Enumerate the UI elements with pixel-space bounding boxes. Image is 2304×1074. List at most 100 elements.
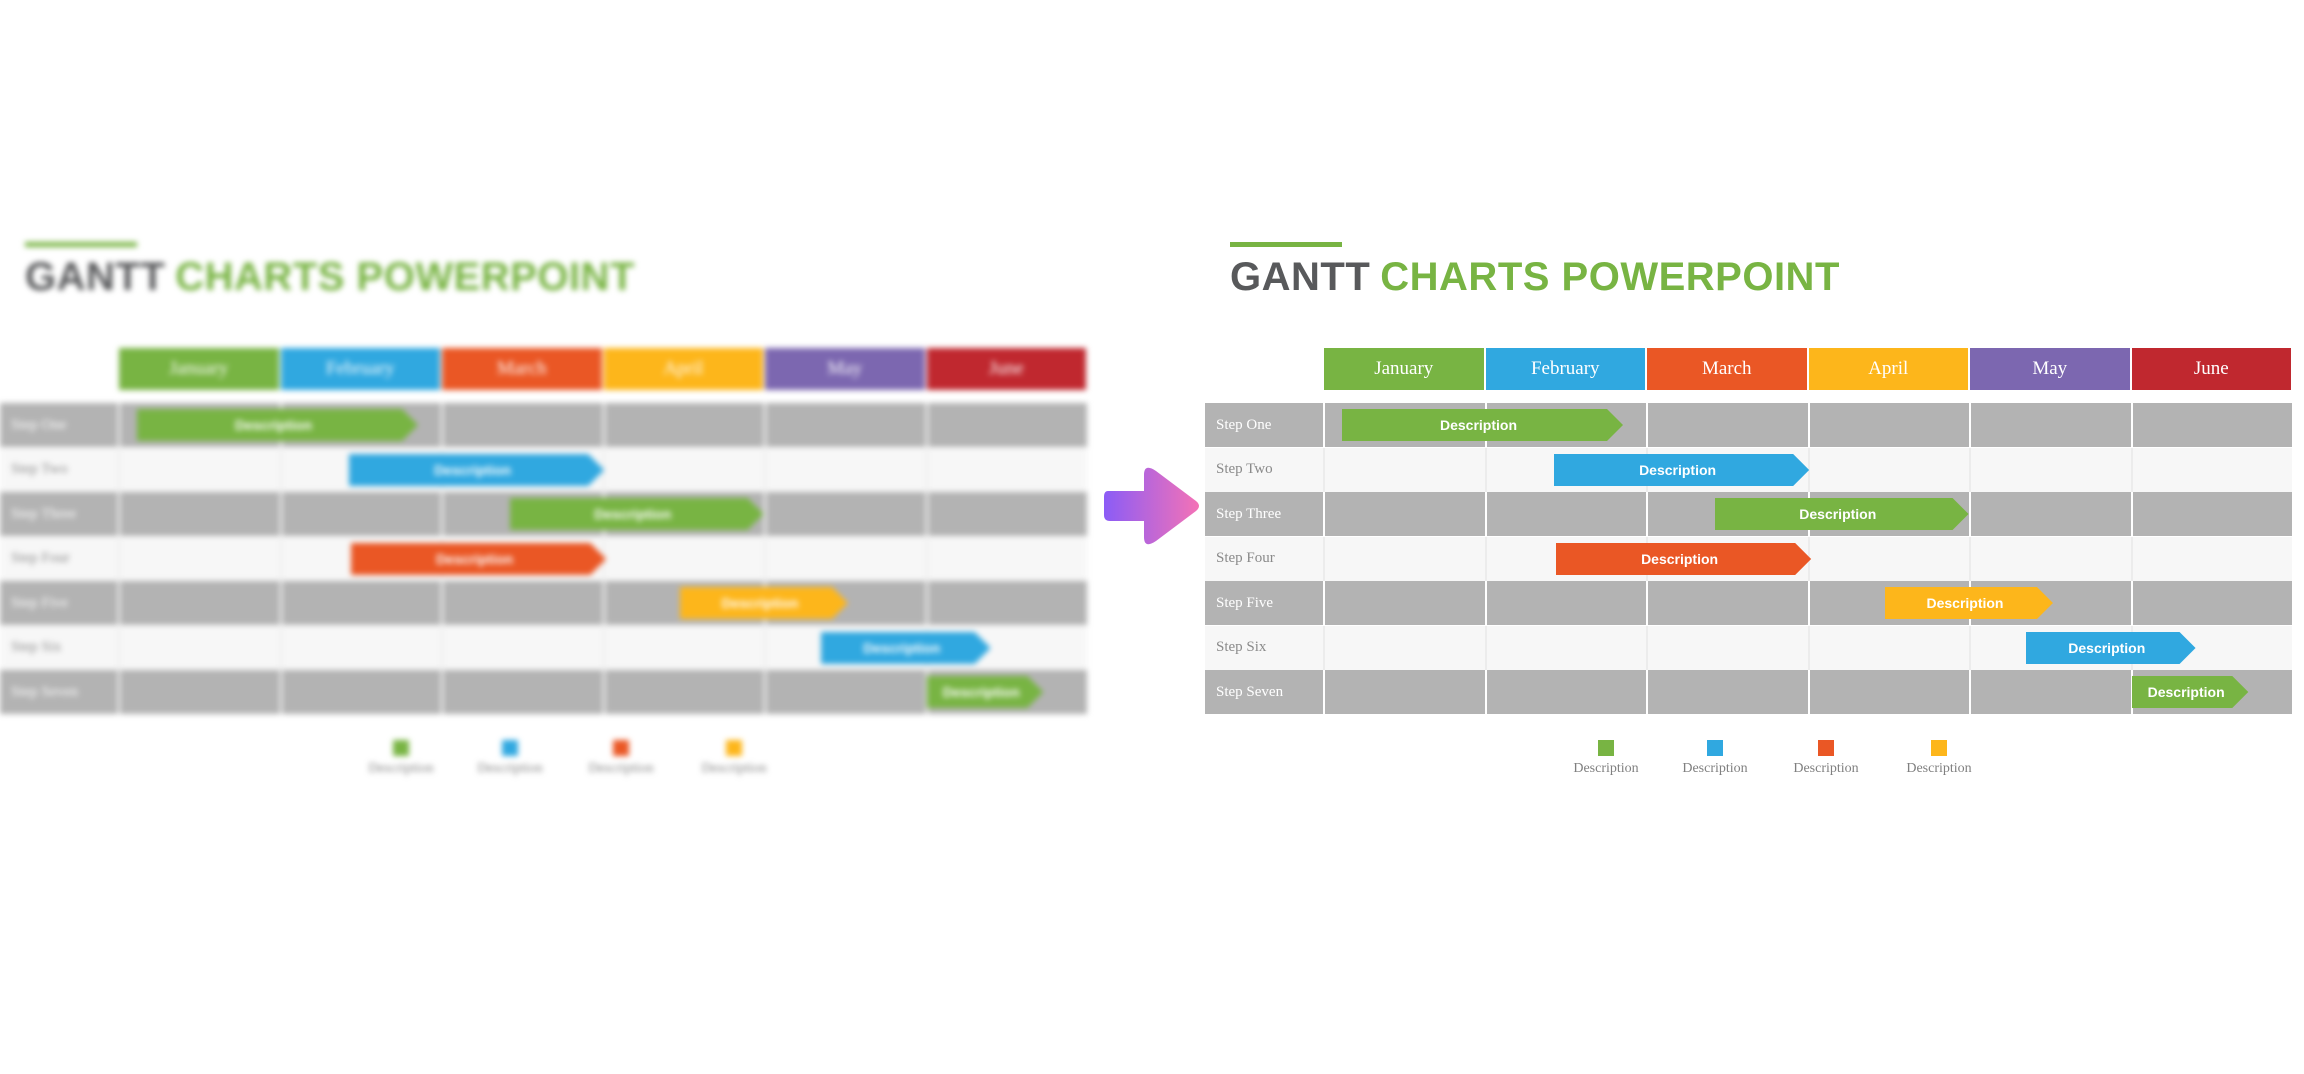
blurred-task-bar: Description	[510, 498, 764, 530]
blurred-grid-cell	[764, 625, 926, 670]
blurred-grid-cell	[118, 581, 280, 625]
task-bar-label: Description	[2148, 684, 2225, 700]
blurred-grid-cell	[764, 536, 926, 581]
blurred-legend-label: Description	[701, 761, 767, 776]
blurred-grid-cell	[925, 581, 1088, 625]
blurred-title-part-1: GANTT	[25, 255, 166, 299]
blurred-grid-cell	[441, 403, 603, 447]
blurred-grid-cell	[279, 536, 442, 581]
blurred-gantt-row	[0, 581, 1087, 625]
legend-swatch	[1598, 740, 1614, 756]
blurred-grid-cell	[279, 447, 442, 492]
title-part-2: CHARTS POWERPOINT	[1380, 255, 1840, 299]
legend-item: Description	[1781, 740, 1871, 777]
legend-item: Description	[1894, 740, 1984, 777]
grid-cell	[1969, 536, 2131, 581]
grid-cell	[2130, 581, 2293, 625]
blurred-grid-cell	[925, 403, 1088, 447]
blurred-task-bar-shape	[680, 587, 848, 619]
task-bar: Description	[2132, 676, 2249, 708]
blurred-task-bar: Description	[137, 409, 419, 441]
blurred-month-header-march: March	[442, 348, 602, 390]
blurred-row-label: Step Three	[11, 505, 77, 522]
blurred-grid-cell	[764, 492, 926, 536]
blurred-legend-swatch	[613, 740, 629, 756]
grid-cell	[1646, 581, 1808, 625]
blurred-grid-cell	[279, 625, 442, 670]
month-header-january: January	[1324, 348, 1484, 390]
blurred-row-label: Step One	[11, 416, 67, 433]
blurred-task-bar-label: Description	[595, 506, 672, 522]
task-bar: Description	[1715, 498, 1969, 530]
blurred-grid-cell	[118, 670, 280, 714]
blurred-task-bar-shape	[137, 409, 419, 441]
blurred-grid-cell	[441, 670, 603, 714]
arrow-right-icon	[1104, 467, 1199, 545]
row-label: Step Six	[1216, 639, 1267, 655]
blurred-legend-item: Description	[356, 740, 446, 777]
grid-cell	[1484, 625, 1647, 670]
month-header-may: May	[1970, 348, 2130, 390]
grid-cell	[1323, 536, 1485, 581]
grid-cell	[1323, 625, 1485, 670]
blurred-grid-cell	[118, 536, 280, 581]
grid-cell	[1323, 670, 1485, 714]
grid-cell	[2130, 447, 2293, 492]
blurred-legend-label: Description	[588, 761, 654, 776]
grid-cell	[2130, 536, 2293, 581]
row-label: Step Four	[1216, 550, 1275, 566]
blurred-month-header-january: January	[119, 348, 279, 390]
grid-cell	[1807, 536, 1970, 581]
blurred-month-header-february: February	[280, 348, 440, 390]
row-label: Step Seven	[1216, 683, 1284, 700]
task-bar-label: Description	[2068, 640, 2145, 656]
task-bar-shape	[2132, 676, 2249, 708]
blurred-grid-cell	[118, 403, 280, 447]
row-label: Step Two	[1216, 461, 1273, 477]
blurred-task-bar-shape	[820, 631, 991, 664]
grid-cell	[1807, 447, 1970, 492]
blurred-task-bar: Description	[348, 453, 605, 486]
grid-cell	[1969, 403, 2131, 447]
grid-cell	[1484, 670, 1647, 714]
month-header-june: June	[2131, 348, 2291, 390]
task-bar: Description	[2025, 631, 2196, 664]
task-bar: Description	[1555, 542, 1811, 575]
blurred-legend-item: Description	[576, 740, 666, 777]
grid-cell	[1807, 403, 1970, 447]
legend-swatch	[1931, 740, 1947, 756]
task-bar: Description	[1885, 587, 2053, 619]
row-label: Step Five	[1216, 594, 1274, 611]
grid-cell	[1969, 670, 2131, 714]
blurred-grid-cell	[602, 581, 765, 625]
blurred-gantt-row	[0, 670, 1087, 714]
legend-item: Description	[1670, 740, 1760, 777]
blurred-title-part-2: CHARTS POWERPOINT	[175, 255, 635, 299]
blurred-grid-cell	[925, 447, 1088, 492]
grid-cell	[1969, 625, 2131, 670]
gantt-row	[1205, 581, 2292, 625]
month-header-april: April	[1808, 348, 1968, 390]
grid-cell	[1807, 670, 1970, 714]
blurred-month-header-april: April	[603, 348, 763, 390]
blurred-row-label: Step Two	[11, 461, 68, 477]
blurred-legend-swatch	[502, 740, 518, 756]
blurred-task-bar-label: Description	[235, 417, 312, 433]
blurred-grid-cell	[602, 625, 765, 670]
blurred-grid-cell	[279, 670, 442, 714]
grid-cell	[1323, 403, 1485, 447]
blurred-grid-cell	[602, 403, 765, 447]
blurred-grid-cell	[279, 492, 442, 536]
blurred-grid-cell	[441, 581, 603, 625]
blurred-row-label: Step Four	[11, 550, 70, 566]
grid-cell	[1484, 581, 1647, 625]
blurred-task-bar-shape	[348, 453, 605, 486]
gantt-row	[1205, 670, 2292, 714]
grid-cell	[1323, 492, 1485, 536]
task-bar-label: Description	[1641, 551, 1718, 567]
row-label: Step Three	[1216, 505, 1282, 522]
blurred-grid-cell	[602, 670, 765, 714]
